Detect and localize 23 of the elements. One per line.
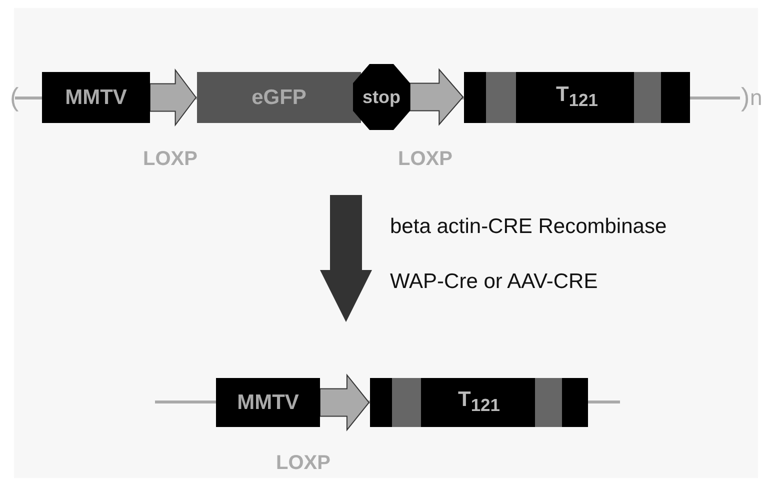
loxp-arrow	[410, 68, 464, 126]
promoter-block	[42, 72, 150, 123]
edge-label: LOXP	[398, 148, 452, 171]
reporter-block	[197, 72, 361, 123]
gene-block	[370, 378, 588, 427]
block-label: stop	[362, 86, 400, 108]
enzyme-label: beta actin-CRE Recombinase	[390, 215, 667, 239]
loxp-arrow	[320, 374, 370, 432]
bracket-mark: (	[10, 82, 19, 113]
block-label: MMTV	[65, 86, 127, 110]
loxp-arrow	[150, 68, 197, 126]
promoter-block	[216, 378, 320, 427]
block-label: eGFP	[252, 86, 306, 110]
stop-octagon	[353, 64, 410, 130]
block-label: T$_{121}$	[556, 83, 598, 112]
block-label: MMTV	[237, 390, 299, 414]
gene-block	[464, 72, 690, 123]
bracket-mark: )	[741, 82, 750, 113]
enzyme-label: WAP-Cre or AAV-CRE	[390, 270, 598, 294]
edge-label: LOXP	[143, 148, 198, 171]
block-label: T$_{121}$	[458, 388, 500, 417]
edge-label: LOXP	[276, 452, 330, 475]
copy-number-label: n	[750, 85, 762, 111]
